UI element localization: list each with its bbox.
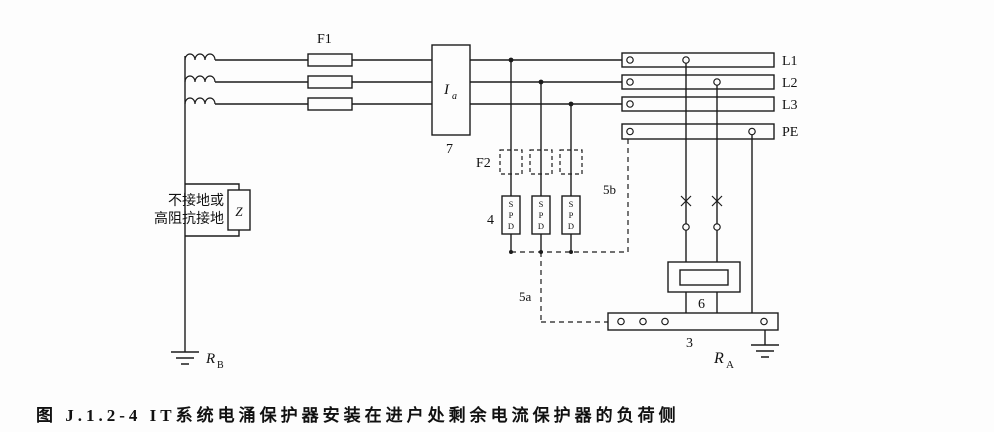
terminal-l3-end [626,100,634,108]
fuse-f1-3 [307,97,353,111]
spd3-letter-s: S [569,199,574,209]
spd-units [501,195,581,235]
tap-dot-l3 [568,101,574,107]
busbar-l2 [621,74,775,90]
terminal-l1-feed [682,56,690,64]
busbar-l3-label: L3 [782,98,798,113]
bond-5a-line [540,252,608,323]
terminal-l2-feed [713,78,721,86]
busbar-terminals [617,56,768,326]
bond-5b-label: 5b [603,182,616,197]
junction-dots [508,57,574,254]
terminal-l1-end [626,56,634,64]
winding-coil-2 [184,75,216,83]
equipment-box [667,261,741,293]
disconnect-switches [680,195,723,231]
spd3-letter-d: D [568,221,574,231]
terminal-bar3-3 [661,317,669,326]
source-earth-symbol [171,351,199,365]
bond-5a-label: 5a [519,289,532,304]
switch-cross-1 [680,195,692,207]
install-earth-label: R [713,350,724,367]
rcd-current-label: I [443,82,450,98]
spd-ref-label: 4 [487,213,494,228]
source-transformer [184,53,216,352]
impedance-label: Z [235,204,243,219]
earth-busbar-3 [607,312,779,331]
rcd-ref-label: 7 [446,142,453,157]
spd3-letter-p: P [569,210,574,220]
terminal-l2-end [626,78,634,86]
tap-dot-l2 [538,79,544,85]
spd-box-1 [501,195,521,235]
impedance-branch-lines [185,183,240,237]
terminal-pe-feed [748,127,756,136]
spd-box-2 [531,195,551,235]
spd2-letter-d: D [538,221,544,231]
terminal-pe-end [626,127,634,136]
terminal-bar3-4 [760,317,768,326]
rcd-box [431,44,471,136]
fuse-f2-1 [499,149,523,175]
grounding-note-line2: 高阻抗接地 [154,210,224,227]
winding-coil-1 [184,53,216,61]
fuse-f1-1 [307,53,353,67]
source-earth-label: R [205,351,215,367]
spd1-letter-d: D [508,221,514,231]
spd-earth-dot-1 [509,250,513,254]
switch-contact-1 [682,223,690,231]
spd1-letter-s: S [509,199,514,209]
busbar-pe [621,123,775,140]
grounding-note-line1: 不接地或 [168,192,224,209]
protected-equipment [667,261,741,293]
spd2-letter-p: P [539,210,544,220]
terminal-bar3-1 [617,317,625,326]
switch-contact-2 [713,223,721,231]
rcd-current-subscript: a [452,91,457,102]
busbar-l3 [621,96,775,112]
impedance-connectors [185,183,240,237]
impedance-box [227,189,251,231]
busbar-l1-label: L1 [782,54,798,69]
fuse-group-f1 [307,53,353,111]
busbar-l1 [621,52,775,68]
install-earth-subscript: A [726,359,734,371]
busbar-pe-label: PE [782,125,798,140]
fuse-f1-label: F1 [317,32,332,47]
rcd-unit [431,44,471,136]
fuse-f2-2 [529,149,553,175]
spd1-letter-p: P [509,210,514,220]
tap-dot-l1 [508,57,514,63]
terminal-bar3-2 [639,317,647,326]
switch-cross-2 [711,195,723,207]
spd-earth-dot-3 [569,250,573,254]
earth-symbol-right [751,330,779,358]
spd2-letter-s: S [539,199,544,209]
fuse-f1-2 [307,75,353,89]
fuse-f2-3 [559,149,583,175]
spd-earth-dot-2 [539,250,543,254]
install-earth-symbol [751,330,779,358]
source-earth-subscript: B [217,360,224,371]
equipment-ref-label: 6 [698,297,705,312]
spd-box-3 [561,195,581,235]
busbar-l2-label: L2 [782,76,798,91]
fuse-f2-label: F2 [476,156,491,171]
impedance-unit [227,189,251,231]
phase-conductors [215,59,622,105]
fuse-group-f2 [499,149,583,175]
earth-symbol-left [171,351,199,365]
earth-bar-ref-label: 3 [686,336,693,351]
equipment-inner-box [679,269,729,286]
winding-coil-3 [184,97,216,105]
figure-caption: 图 J.1.2-4 IT系统电涌保护器安装在进户处剩余电流保护器的负荷侧 [36,406,680,425]
